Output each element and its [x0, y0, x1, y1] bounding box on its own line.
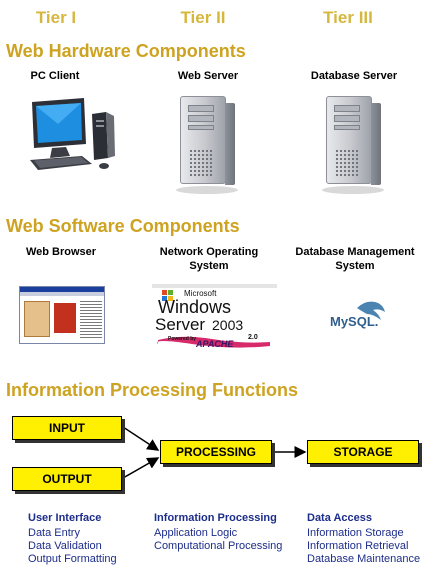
svg-text:Powered by: Powered by: [168, 336, 196, 342]
function-column-user-interface: User Interface Data Entry Data Validatio…: [28, 512, 117, 566]
flow-arrows: [122, 426, 307, 479]
dbms-label: Database Management System: [290, 245, 420, 273]
web-server-shadow: [176, 186, 238, 194]
database-server-label: Database Server: [310, 70, 398, 82]
input-box: INPUT: [12, 416, 122, 440]
svg-text:Windows: Windows: [158, 297, 231, 317]
function-heading: Information Processing: [154, 512, 277, 524]
function-item: Database Maintenance: [307, 553, 421, 565]
function-heading: Data Access: [307, 512, 373, 524]
pc-client-icon: [22, 96, 132, 176]
function-column-data-access: Data Access Information Storage Informat…: [307, 512, 420, 566]
web-server-icon: [180, 96, 235, 185]
hardware-section-title: Web Hardware Components: [6, 41, 246, 61]
web-server-label: Web Server: [177, 70, 239, 82]
function-item: Data Entry: [28, 527, 80, 539]
processing-box: PROCESSING: [160, 440, 272, 464]
web-browser-label-line-1: Web Browser: [25, 246, 97, 258]
function-item: Computational Processing: [154, 540, 283, 552]
database-server-icon: [326, 96, 381, 185]
svg-text:MySQL.: MySQL.: [330, 314, 378, 329]
svg-text:Microsoft: Microsoft: [184, 289, 217, 298]
tier-3-heading: Tier III: [323, 8, 373, 27]
functions-section-title: Information Processing Functions: [6, 380, 299, 400]
dbms-label-line-2: System: [335, 260, 375, 272]
svg-text:Server: Server: [155, 315, 205, 334]
arrow-input-to-processing: [122, 426, 160, 451]
function-item: Application Logic: [154, 527, 238, 539]
function-item: Data Validation: [28, 540, 102, 552]
tier-2-heading: Tier II: [180, 8, 226, 27]
database-server-shadow: [322, 186, 384, 194]
dbms-label-line-1: Database Management: [295, 246, 415, 258]
network-os-label-line-2: System: [189, 260, 229, 272]
storage-box: STORAGE: [307, 440, 419, 464]
function-heading: User Interface: [28, 512, 102, 524]
svg-text:APACHE: APACHE: [195, 339, 234, 349]
software-section-title: Web Software Components: [6, 216, 240, 236]
function-column-information-processing: Information Processing Application Logic…: [154, 512, 282, 553]
mysql-logo-icon: MySQL.: [327, 296, 393, 336]
network-os-label-line-1: Network Operating: [159, 246, 259, 258]
tier-1-heading: Tier I: [35, 8, 77, 27]
function-item: Information Storage: [307, 527, 404, 539]
windows-server-logo-icon: Microsoft Windows Server 2003 Powered by…: [152, 284, 277, 352]
arrow-output-to-processing: [122, 457, 160, 479]
output-box: OUTPUT: [12, 467, 122, 491]
function-item: Output Formatting: [28, 553, 117, 565]
svg-text:2003: 2003: [212, 317, 243, 333]
web-browser-screenshot-icon: [19, 286, 105, 344]
svg-text:2.0: 2.0: [248, 334, 258, 341]
function-item: Information Retrieval: [307, 540, 409, 552]
pc-client-label: PC Client: [30, 70, 80, 82]
network-os-label: Network Operating System: [144, 245, 274, 273]
web-browser-label: Web Browser: [0, 245, 126, 259]
